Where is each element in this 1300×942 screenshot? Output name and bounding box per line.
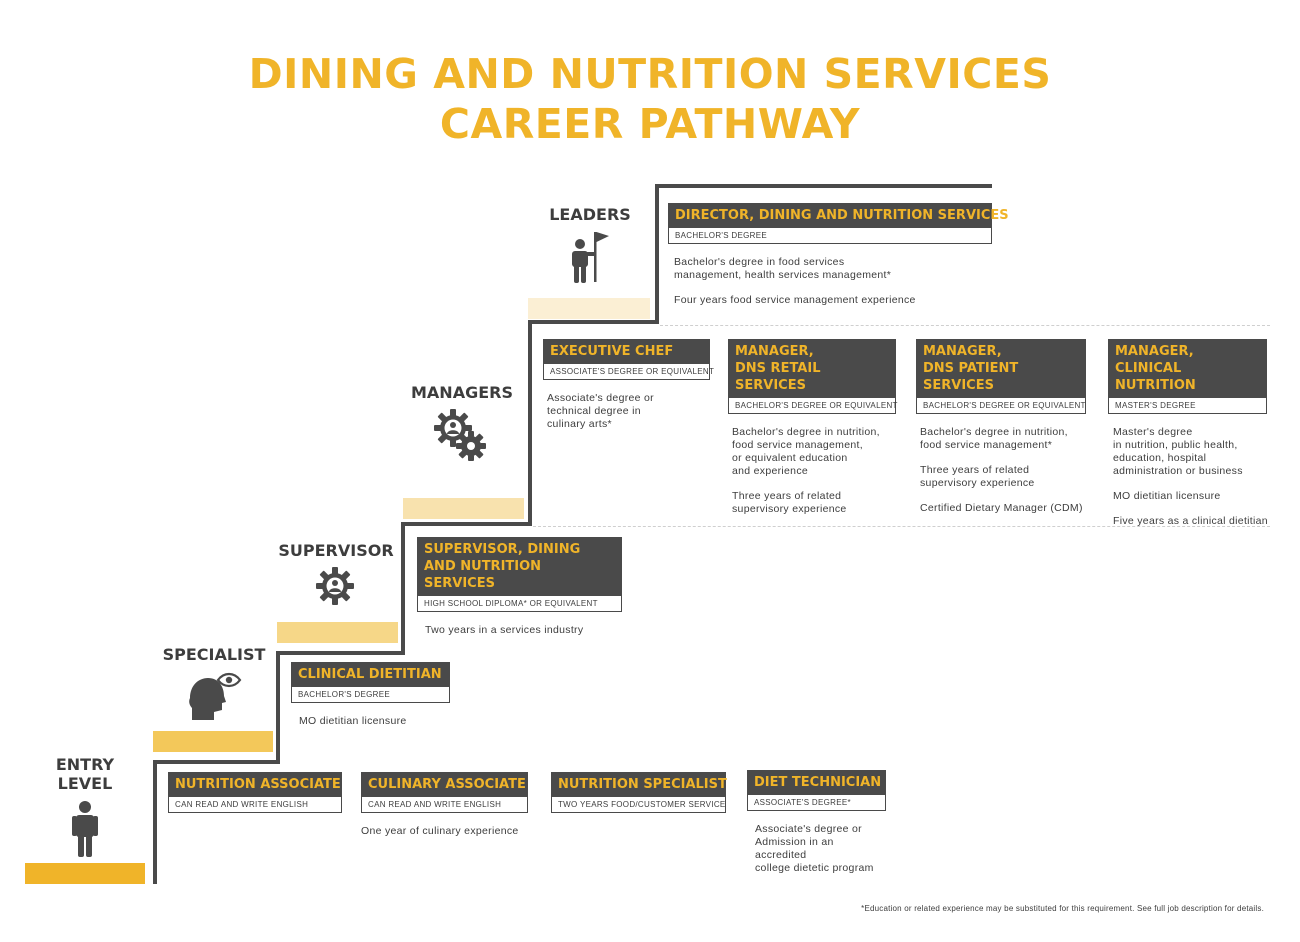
tier-label-leaders: LEADERS: [549, 205, 631, 224]
gear-person-icon: [316, 567, 354, 605]
job-nutrition-associate: NUTRITION ASSOCIATE CAN READ AND WRITE E…: [168, 772, 342, 813]
job-description-item: Bachelor's degree in nutrition, food ser…: [920, 426, 1068, 451]
job-description-item: One year of culinary experience: [361, 825, 519, 837]
job-description: Associate's degree or technical degree i…: [543, 392, 710, 431]
job-requirement: ASSOCIATE'S DEGREE*: [747, 795, 886, 811]
tier-bar-leaders: [528, 298, 650, 319]
job-supervisor-dns: SUPERVISOR, DINING AND NUTRITION SERVICE…: [417, 537, 622, 649]
job-requirement: BACHELOR'S DEGREE: [291, 687, 450, 703]
job-title: EXECUTIVE CHEF: [543, 339, 710, 364]
job-requirement: CAN READ AND WRITE ENGLISH: [168, 797, 342, 813]
job-title: CLINICAL DIETITIAN: [291, 662, 450, 687]
job-clinical-dietitian: CLINICAL DIETITIAN BACHELOR'S DEGREE MO …: [291, 662, 450, 740]
job-description: MO dietitian licensure: [291, 715, 450, 728]
job-description-item: Bachelor's degree in nutrition, food ser…: [732, 426, 880, 477]
job-description-item: MO dietitian licensure: [299, 715, 407, 727]
tier-label-entry: ENTRY LEVEL: [55, 755, 115, 793]
tier-label-specialist: SPECIALIST: [162, 645, 266, 664]
job-description-item: Associate's degree or technical degree i…: [547, 392, 654, 430]
job-title: MANAGER, CLINICAL NUTRITION: [1108, 339, 1267, 398]
job-requirement: MASTER'S DEGREE: [1108, 398, 1267, 414]
job-manager-retail: MANAGER, DNS RETAIL SERVICES BACHELOR'S …: [728, 339, 897, 528]
job-description: Two years in a services industry: [417, 624, 622, 637]
job-description-item: Two years in a services industry: [425, 624, 584, 636]
page-title-line-1: DINING AND NUTRITION SERVICES: [248, 50, 1052, 98]
job-requirement: TWO YEARS FOOD/CUSTOMER SERVICE: [551, 797, 726, 813]
tier-label-supervisor: SUPERVISOR: [278, 541, 394, 560]
job-requirement: BACHELOR'S DEGREE: [668, 228, 992, 244]
person-icon: [72, 801, 98, 857]
head-eye-icon: [189, 672, 242, 720]
job-description-item: Five years as a clinical dietitian: [1113, 515, 1268, 527]
job-title: DIRECTOR, DINING AND NUTRITION SERVICES: [668, 203, 1009, 228]
tier-divider-leaders: [660, 325, 1270, 326]
job-title: CULINARY ASSOCIATE: [361, 772, 528, 797]
job-description-item: Master's degree in nutrition, public hea…: [1113, 426, 1243, 477]
job-description: Bachelor's degree in nutrition, food ser…: [916, 426, 1086, 515]
job-requirement: HIGH SCHOOL DIPLOMA* OR EQUIVALENT: [417, 596, 622, 612]
job-requirement: BACHELOR'S DEGREE OR EQUIVALENT: [728, 398, 897, 414]
double-gear-icon: [434, 409, 486, 461]
job-description-item: Bachelor's degree in food services manag…: [674, 256, 892, 281]
job-description-item: MO dietitian licensure: [1113, 490, 1221, 502]
job-description: Master's degree in nutrition, public hea…: [1108, 426, 1273, 528]
job-requirement: ASSOCIATE'S DEGREE OR EQUIVALENT: [543, 364, 714, 380]
job-title: DIET TECHNICIAN: [747, 770, 886, 795]
job-title: MANAGER, DNS RETAIL SERVICES: [728, 339, 896, 398]
tier-bar-entry: [25, 863, 145, 884]
footnote: *Education or related experience may be …: [861, 904, 1264, 913]
job-executive-chef: EXECUTIVE CHEF ASSOCIATE'S DEGREE OR EQU…: [543, 339, 714, 443]
job-description: Bachelor's degree in nutrition, food ser…: [728, 426, 896, 516]
job-manager-clinical: MANAGER, CLINICAL NUTRITION MASTER'S DEG…: [1108, 339, 1268, 540]
page-title-line-2: CAREER PATHWAY: [439, 100, 861, 148]
tier-bar-supervisor: [277, 622, 398, 643]
tier-label-managers: MANAGERS: [411, 383, 513, 402]
job-culinary-associate: CULINARY ASSOCIATE CAN READ AND WRITE EN…: [361, 772, 528, 850]
job-title: MANAGER, DNS PATIENT SERVICES: [916, 339, 1086, 398]
tier-bar-specialist: [153, 731, 273, 752]
job-description: Associate's degree or Admission in an ac…: [747, 823, 886, 875]
tier-divider-managers: [533, 526, 1270, 527]
job-title: NUTRITION SPECIALIST: [551, 772, 727, 797]
job-manager-patient: MANAGER, DNS PATIENT SERVICES BACHELOR'S…: [916, 339, 1086, 527]
tier-bar-managers: [403, 498, 524, 519]
job-requirement: CAN READ AND WRITE ENGLISH: [361, 797, 528, 813]
job-description: One year of culinary experience: [361, 825, 528, 838]
job-requirement: BACHELOR'S DEGREE OR EQUIVALENT: [916, 398, 1086, 414]
job-title: NUTRITION ASSOCIATE: [168, 772, 342, 797]
person-flag-icon: [572, 232, 609, 283]
job-description-item: Certified Dietary Manager (CDM): [920, 502, 1083, 514]
job-description-item: Three years of related supervisory exper…: [920, 464, 1035, 489]
job-diet-technician: DIET TECHNICIAN ASSOCIATE'S DEGREE* Asso…: [747, 770, 886, 887]
job-description-item: Associate's degree or Admission in an ac…: [755, 823, 874, 874]
job-description: Bachelor's degree in food services manag…: [668, 256, 992, 307]
job-title: SUPERVISOR, DINING AND NUTRITION SERVICE…: [417, 537, 622, 596]
job-director: DIRECTOR, DINING AND NUTRITION SERVICES …: [668, 203, 1009, 319]
job-description-item: Four years food service management exper…: [674, 294, 916, 306]
job-description-item: Three years of related supervisory exper…: [732, 490, 847, 515]
job-nutrition-specialist: NUTRITION SPECIALIST TWO YEARS FOOD/CUST…: [551, 772, 727, 813]
